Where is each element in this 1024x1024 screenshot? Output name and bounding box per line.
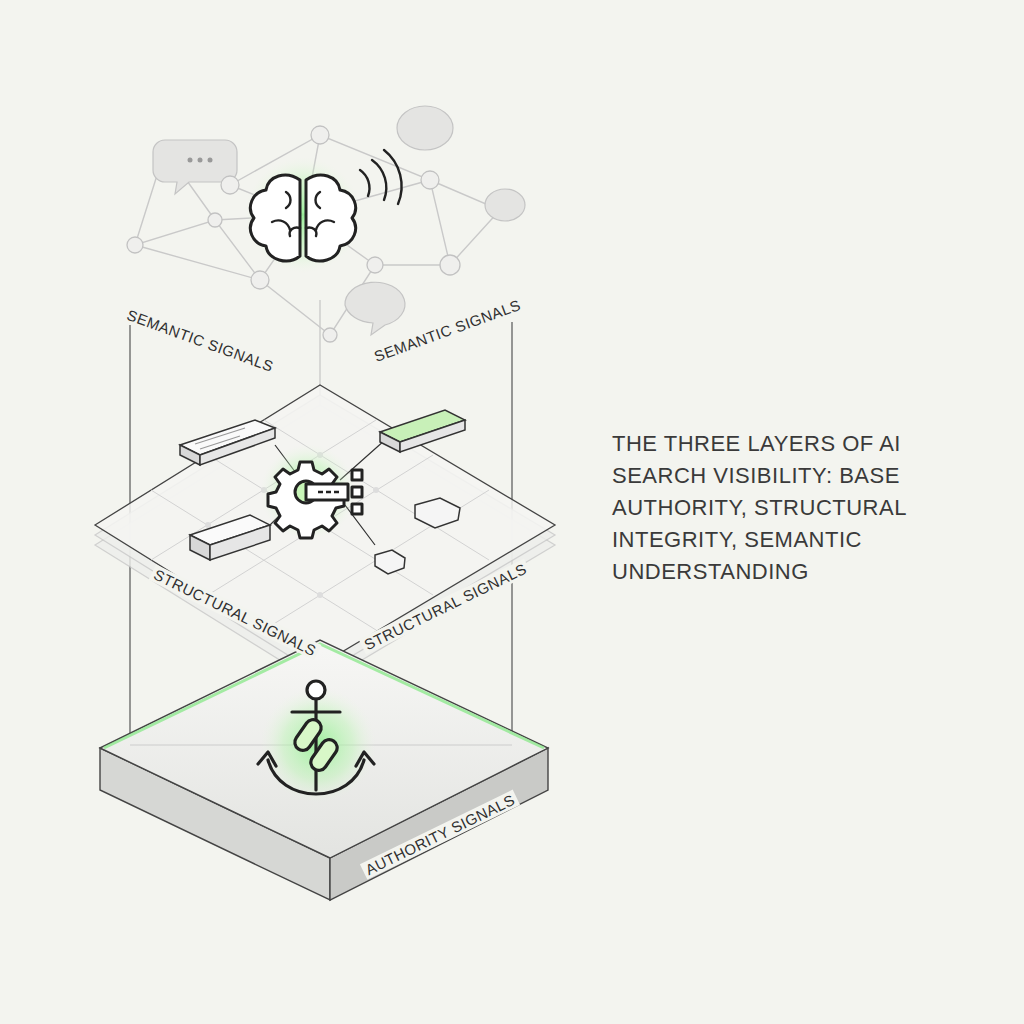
caption-text: THE THREE LAYERS OF AI SEARCH VISIBILITY… — [612, 428, 1002, 588]
layer-label: SEMANTIC SIGNALS — [122, 305, 279, 376]
